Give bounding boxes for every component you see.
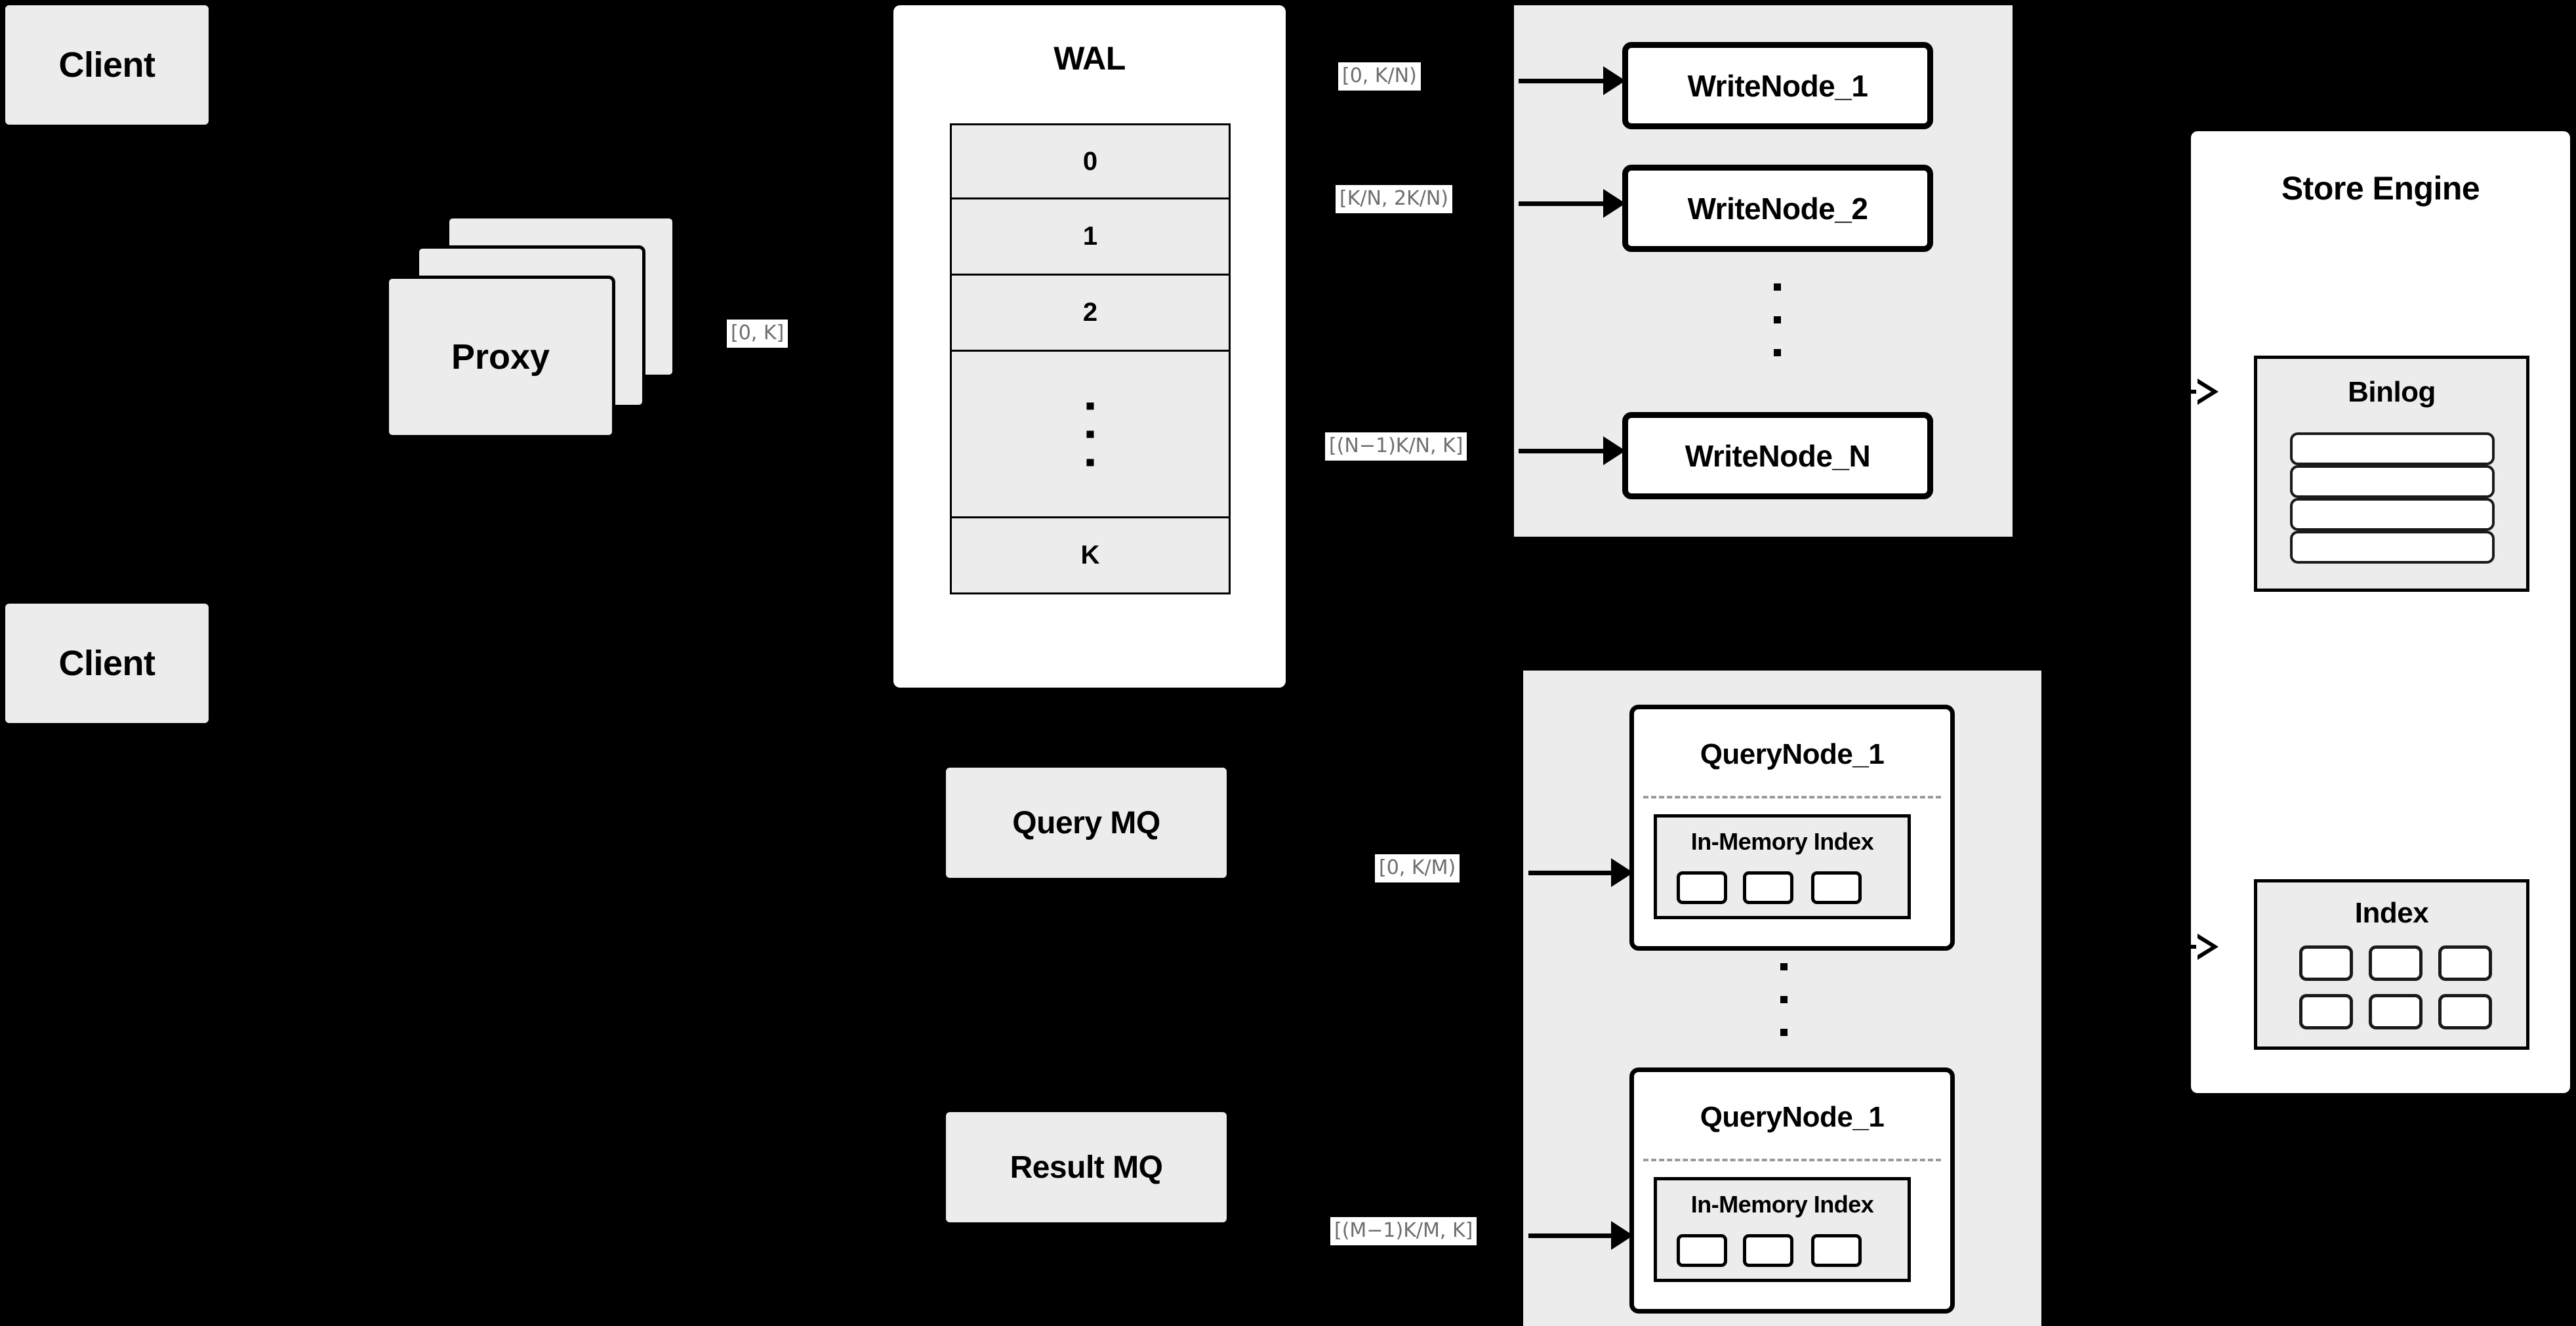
write-node-label-1: WriteNode_1: [1687, 68, 1868, 103]
wal-entry-1[interactable]: 1: [950, 199, 1231, 276]
index-chip-6[interactable]: [2438, 994, 2492, 1029]
binlog-arrow-head-open-icon: [2196, 379, 2218, 405]
wal-title: WAL: [1053, 40, 1126, 77]
query-node-label-2: QueryNode_1: [1700, 1101, 1885, 1133]
index-arrow-head-open-icon: [2196, 934, 2218, 960]
write-node-box-1[interactable]: WriteNode_1: [1622, 42, 1933, 129]
query-mq-box[interactable]: Query MQ: [946, 768, 1227, 878]
write-node-cluster-panel: WriteNode_1 WriteNode_2 WriteNode_N: [1514, 5, 2013, 537]
query-node-divider-1: [1643, 796, 1941, 798]
wal-entry-list: 0 1 2 K: [950, 123, 1231, 594]
result-mq-label: Result MQ: [1010, 1150, 1163, 1185]
index-segment-chip-2-1[interactable]: [1677, 1234, 1727, 1267]
write-node-arrow-head-1: [1603, 66, 1625, 95]
index-segment-chip-1-2[interactable]: [1743, 871, 1793, 904]
query-node-box-2[interactable]: QueryNode_1 In-Memory Index: [1629, 1067, 1955, 1314]
query-node-label-1: QueryNode_1: [1700, 738, 1885, 770]
wal-panel: WAL 0 1 2 K: [893, 5, 1286, 688]
in-memory-index-label-1: In-Memory Index: [1690, 828, 1874, 855]
binlog-row-2[interactable]: [2290, 465, 2495, 498]
query-node-box-1[interactable]: QueryNode_1 In-Memory Index: [1629, 705, 1955, 951]
write-node-arrow-head-n: [1603, 436, 1625, 465]
binlog-title: Binlog: [2348, 376, 2436, 408]
query-node-range-label-2: [(M−1)K/M, K]: [1330, 1217, 1477, 1245]
write-node-arrow-line-2: [1519, 201, 1607, 206]
index-chip-1[interactable]: [2299, 945, 2353, 981]
wal-vertical-ellipsis-icon: [1086, 402, 1094, 466]
query-node-arrow-line-1: [1528, 871, 1615, 875]
index-chip-5[interactable]: [2369, 994, 2423, 1029]
query-mq-label: Query MQ: [1012, 805, 1160, 840]
write-node-arrow-line-n: [1519, 449, 1607, 453]
binlog-row-1[interactable]: [2290, 432, 2495, 465]
index-title: Index: [2354, 897, 2429, 929]
query-node-arrow-head-2: [1611, 1221, 1633, 1250]
client-box-1[interactable]: Client: [5, 5, 209, 125]
wal-entry-0[interactable]: 0: [950, 123, 1231, 199]
wal-entry-K[interactable]: K: [950, 518, 1231, 594]
wal-entry-label-1: 1: [1082, 222, 1098, 251]
proxy-label: Proxy: [451, 337, 550, 377]
in-memory-index-label-2: In-Memory Index: [1690, 1191, 1874, 1218]
client-box-2[interactable]: Client: [5, 604, 209, 723]
in-memory-index-box-1[interactable]: In-Memory Index: [1654, 814, 1911, 919]
index-segment-chip-1-1[interactable]: [1677, 871, 1727, 904]
write-node-arrow-line-1: [1519, 79, 1607, 83]
wal-entry-label-K: K: [1080, 541, 1100, 570]
wal-entry-2[interactable]: 2: [950, 276, 1231, 352]
client-label-2: Client: [58, 644, 155, 683]
index-segment-chip-2-2[interactable]: [1743, 1234, 1793, 1267]
store-engine-title: Store Engine: [2281, 170, 2480, 207]
binlog-arrow-line: [2165, 390, 2200, 394]
wal-entry-label-2: 2: [1082, 298, 1098, 327]
proxy-output-range-label: [0, K]: [727, 320, 788, 348]
write-node-range-label-1: [0, K/N): [1338, 62, 1421, 91]
result-mq-box[interactable]: Result MQ: [946, 1112, 1227, 1222]
write-node-label-n: WriteNode_N: [1685, 438, 1871, 473]
index-segment-chip-2-3[interactable]: [1811, 1234, 1862, 1267]
write-node-arrow-head-2: [1603, 189, 1625, 218]
query-node-arrow-head-1: [1611, 858, 1633, 887]
client-label-1: Client: [58, 45, 155, 85]
write-node-range-label-n: [(N−1)K/N, K]: [1325, 432, 1467, 461]
index-group[interactable]: Index: [2254, 879, 2529, 1050]
write-node-range-label-2: [K/N, 2K/N): [1336, 185, 1453, 213]
index-chip-4[interactable]: [2299, 994, 2353, 1029]
write-node-box-n[interactable]: WriteNode_N: [1622, 412, 1933, 499]
binlog-group[interactable]: Binlog: [2254, 356, 2529, 592]
query-node-cluster-panel: QueryNode_1 In-Memory Index QueryNode_1 …: [1523, 671, 2041, 1326]
wal-entry-ellipsis: [950, 352, 1231, 518]
write-node-vertical-ellipsis-icon: [1774, 283, 1781, 356]
query-node-divider-2: [1643, 1159, 1941, 1161]
proxy-box[interactable]: Proxy: [386, 276, 615, 438]
index-arrow-line: [2165, 945, 2200, 949]
write-node-label-2: WriteNode_2: [1687, 191, 1868, 226]
binlog-row-4[interactable]: [2290, 531, 2495, 564]
index-chip-2[interactable]: [2369, 945, 2423, 981]
index-segment-chip-1-3[interactable]: [1811, 871, 1862, 904]
query-node-vertical-ellipsis-icon: [1780, 963, 1788, 1036]
wal-entry-label-0: 0: [1082, 146, 1098, 176]
index-chip-3[interactable]: [2438, 945, 2492, 981]
query-node-range-label-1: [0, K/M): [1375, 854, 1460, 882]
query-node-arrow-line-2: [1528, 1233, 1615, 1238]
store-engine-panel: Store Engine Binlog Index: [2191, 131, 2570, 1093]
binlog-row-3[interactable]: [2290, 498, 2495, 531]
write-node-box-2[interactable]: WriteNode_2: [1622, 165, 1933, 252]
in-memory-index-box-2[interactable]: In-Memory Index: [1654, 1177, 1911, 1282]
